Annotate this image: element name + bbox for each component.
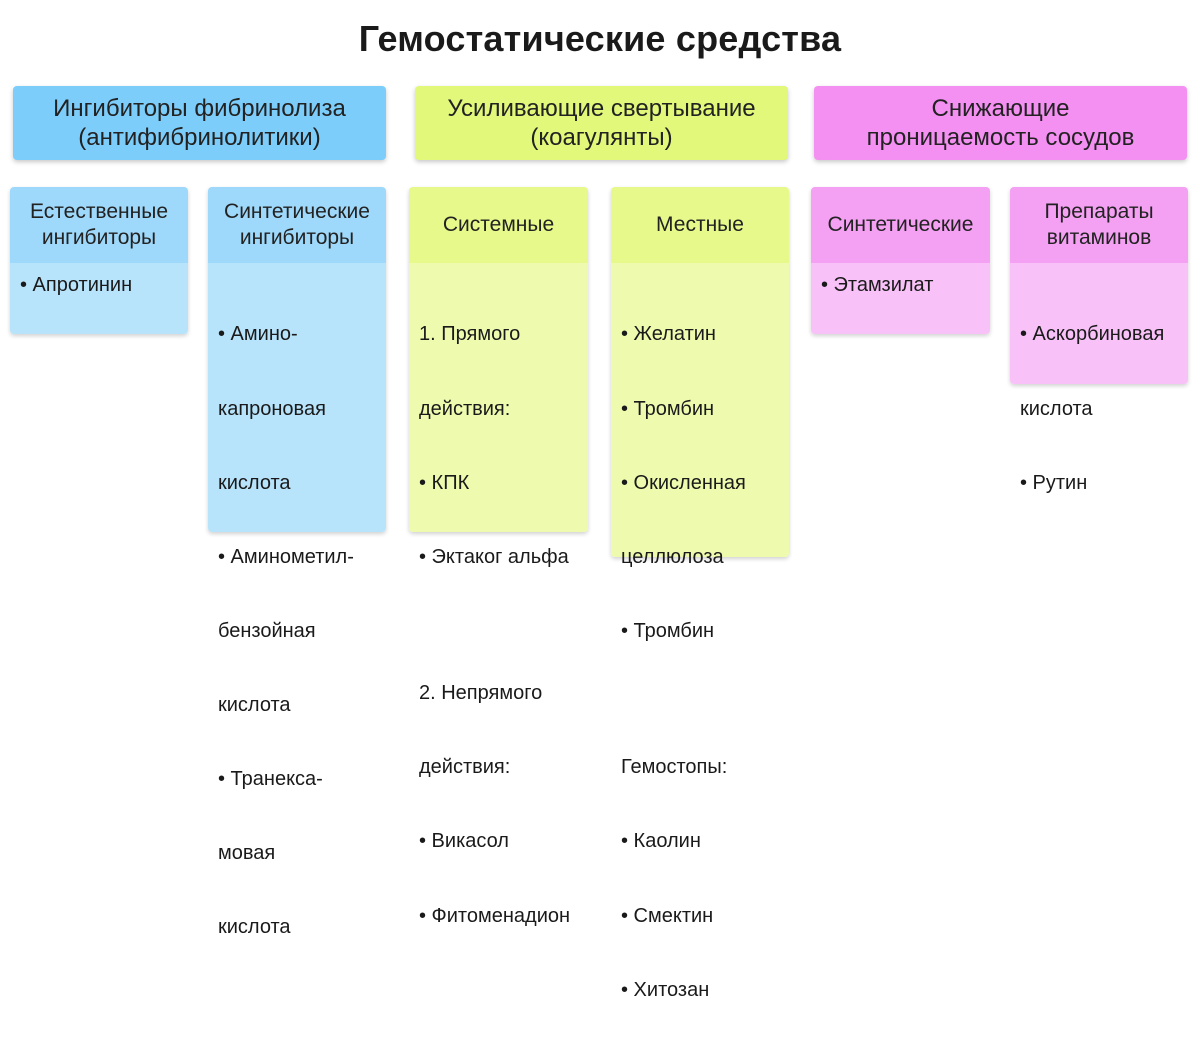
list-item: бензойная [218,619,316,642]
group-header-line2: ингибиторы [41,226,157,249]
group-header: Препараты витаминов [1010,187,1188,263]
group-body: • Желатин • Тромбин • Окисленная целлюло… [611,263,789,1001]
group-vitamins: Препараты витаминов • Аскорбиновая кисло… [1010,187,1188,494]
group-header-line1: Естественные [29,200,169,223]
list-item: • Транекса- [218,768,323,791]
list-item: 2. Непрямого [419,682,543,705]
list-item: • Этамзилат [821,274,934,296]
list-item: кислота [218,693,291,716]
list-item: 1. Прямого [419,323,521,346]
list-item: • Тромбин [621,397,715,420]
group-header: Синтетические [811,187,990,263]
category-line2: (коагулянты) [530,124,673,151]
group-header-line2: ингибиторы [239,226,355,249]
category-coagulants: Усиливающие свертывание (коагулянты) [415,86,788,160]
group-systemic: Системные 1. Прямого действия: • КПК • Э… [409,187,588,927]
list-item: • Желатин [621,323,716,346]
list-item: • Тромбин [621,619,715,642]
group-body: 1. Прямого действия: • КПК • Эктаког аль… [409,263,588,927]
group-header-line1: Синтетические [827,213,974,236]
group-header-line1: Синтетические [224,200,370,223]
spacer [419,619,580,632]
list-item: действия: [419,756,511,779]
group-header-line1: Препараты [1044,200,1154,223]
list-item: • Аскорбиновая [1020,323,1165,346]
group-synthetic: Синтетические • Этамзилат [811,187,990,334]
list-item: мовая [218,842,276,865]
list-item: кислота [218,471,291,494]
list-item: капроновая [218,397,326,420]
category-line1: Усиливающие свертывание [447,95,756,122]
list-item: • Эктаког альфа [419,545,569,568]
category-line1: Ингибиторы фибринолиза [53,95,346,122]
list-item: кислота [218,916,291,939]
list-item: целлюлоза [621,545,724,568]
group-body: • Аскорбиновая кислота • Рутин [1010,263,1188,494]
list-item: • Фитоменадион [419,904,571,927]
category-line1: Снижающие [931,95,1070,122]
list-item: • Каолин [621,830,701,853]
group-header-line2: витаминов [1046,226,1152,249]
list-item: • Смектин [621,904,714,927]
category-line2: проницаемость сосудов [866,124,1135,151]
group-header: Естественные ингибиторы [10,187,188,263]
group-header: Местные [611,187,789,263]
group-header: Системные [409,187,588,263]
group-header-line1: Системные [442,213,555,236]
list-item: • Апротинин [20,274,133,296]
list-item: действия: [419,397,511,420]
group-natural-inhibitors: Естественные ингибиторы • Апротинин [10,187,188,334]
list-heading: Гемостопы: [621,756,728,779]
category-vascular-permeability: Снижающие проницаемость сосудов [814,86,1187,160]
group-header: Синтетические ингибиторы [208,187,386,263]
group-header-line1: Местные [656,213,744,236]
diagram-title: Гемостатические средства [358,18,842,59]
list-item: • Викасол [419,830,509,853]
group-body: • Апротинин [10,263,188,334]
group-body: • Амино- капроновая кислота • Аминометил… [208,263,386,938]
group-local: Местные • Желатин • Тромбин • Окисленная… [611,187,789,1001]
list-item: • КПК [419,471,470,494]
list-item: • Окисленная [621,471,746,494]
list-item: • Аминометил- [218,545,354,568]
list-item: кислота [1020,397,1093,420]
list-item: • Хитозан [621,978,710,1001]
list-item: • Рутин [1020,471,1088,494]
group-synthetic-inhibitors: Синтетические ингибиторы • Амино- капрон… [208,187,386,938]
list-item: • Амино- [218,323,298,346]
category-line2: (антифибринолитики) [78,124,321,151]
category-fibrinolysis-inhibitors: Ингибиторы фибринолиза (антифибринолитик… [13,86,386,160]
group-body: • Этамзилат [811,263,990,334]
spacer [621,693,781,706]
